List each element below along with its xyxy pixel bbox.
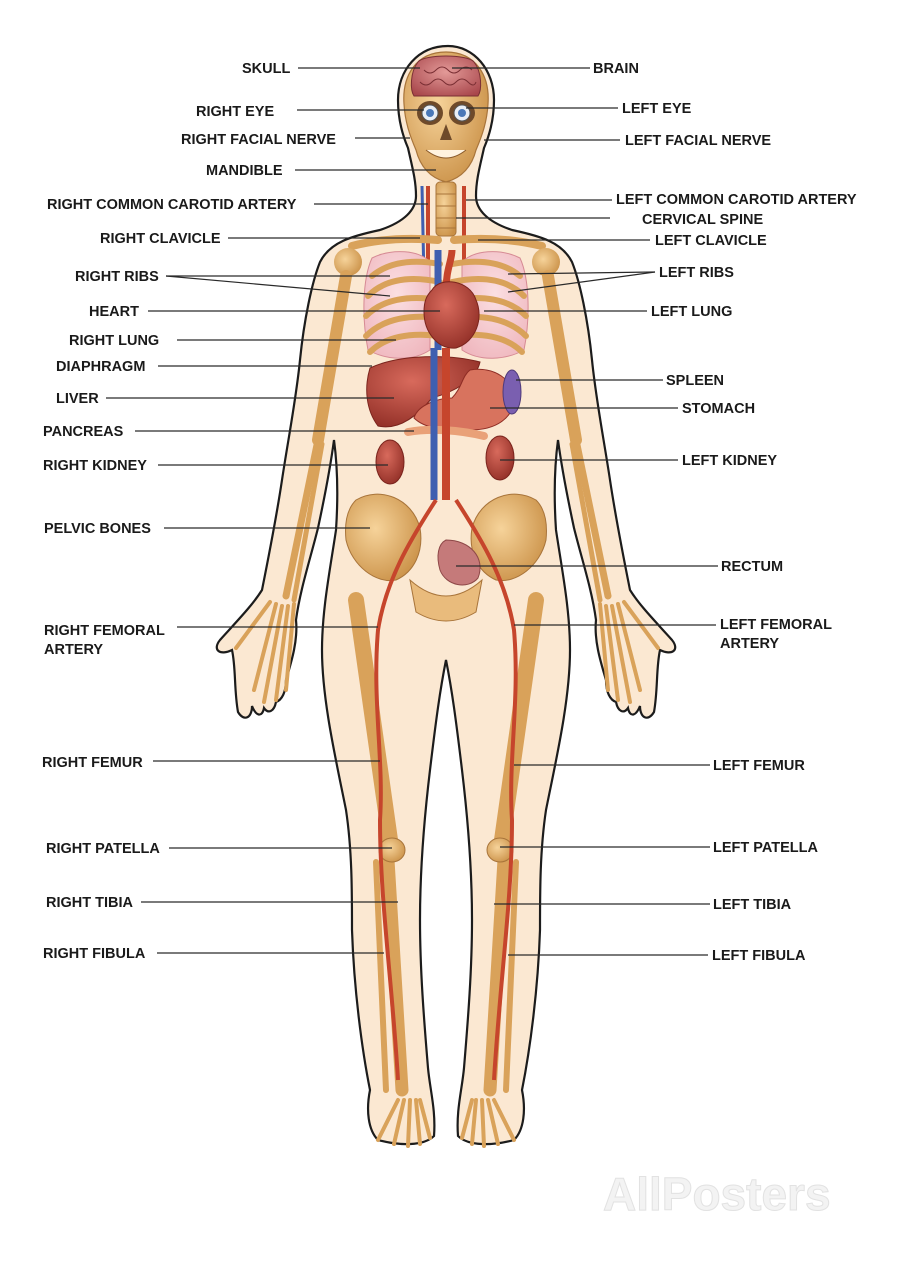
label-right-femur: RIGHT FEMUR [42, 755, 143, 771]
label-left-eye: LEFT EYE [622, 101, 692, 117]
hand-bones [234, 600, 660, 704]
label-left-femoral-artery-line1: LEFT FEMORAL [720, 617, 832, 633]
label-brain: BRAIN [593, 61, 639, 77]
label-left-facial-nerve: LEFT FACIAL NERVE [625, 133, 771, 149]
watermark: AllPosters [603, 1168, 831, 1220]
leg-bones [348, 592, 544, 1097]
label-left-ribs: LEFT RIBS [659, 265, 734, 281]
label-pelvic-bones: PELVIC BONES [44, 521, 151, 537]
foot-bones [376, 1098, 516, 1148]
label-right-common-carotid-artery: RIGHT COMMON CAROTID ARTERY [47, 197, 297, 213]
label-right-ribs: RIGHT RIBS [75, 269, 159, 285]
label-right-fibula: RIGHT FIBULA [43, 946, 146, 962]
label-left-lung: LEFT LUNG [651, 304, 732, 320]
label-left-clavicle: LEFT CLAVICLE [655, 233, 767, 249]
label-right-clavicle: RIGHT CLAVICLE [100, 231, 221, 247]
label-right-tibia: RIGHT TIBIA [46, 895, 134, 911]
label-left-fibula: LEFT FIBULA [712, 948, 806, 964]
label-right-eye: RIGHT EYE [196, 104, 274, 120]
label-right-femoral-artery-line2: ARTERY [44, 642, 103, 658]
label-left-common-carotid-artery: LEFT COMMON CAROTID ARTERY [616, 192, 857, 208]
label-right-lung: RIGHT LUNG [69, 333, 159, 349]
label-left-tibia: LEFT TIBIA [713, 897, 792, 913]
label-right-femoral-artery-line1: RIGHT FEMORAL [44, 623, 165, 639]
label-left-femoral-artery-line2: ARTERY [720, 636, 779, 652]
label-left-femur: LEFT FEMUR [713, 758, 805, 774]
label-left-patella: LEFT PATELLA [713, 840, 819, 856]
label-skull: SKULL [242, 61, 290, 77]
labels: SKULL BRAIN RIGHT EYE LEFT EYE RIGHT FAC… [42, 61, 857, 964]
aorta-vena-cava [430, 348, 450, 500]
kidneys [375, 435, 515, 485]
label-stomach: STOMACH [682, 401, 755, 417]
label-right-kidney: RIGHT KIDNEY [43, 458, 147, 474]
rectum-graphic [437, 539, 481, 586]
label-mandible: MANDIBLE [206, 163, 283, 179]
label-right-facial-nerve: RIGHT FACIAL NERVE [181, 132, 336, 148]
spleen [502, 369, 522, 415]
brain [410, 55, 482, 97]
label-cervical-spine: CERVICAL SPINE [642, 212, 763, 228]
femoral-arteries [374, 498, 518, 1081]
label-left-kidney: LEFT KIDNEY [682, 453, 777, 469]
leader-lines [106, 67, 718, 956]
label-liver: LIVER [56, 391, 99, 407]
label-rectum: RECTUM [721, 559, 783, 575]
eyes [421, 104, 471, 122]
label-spleen: SPLEEN [666, 373, 724, 389]
label-right-patella: RIGHT PATELLA [46, 841, 160, 857]
label-pancreas: PANCREAS [43, 424, 124, 440]
patellae [378, 837, 514, 863]
label-heart: HEART [89, 304, 139, 320]
label-diaphragm: DIAPHRAGM [56, 359, 145, 375]
arm-bones [282, 270, 612, 603]
heart [423, 281, 480, 349]
